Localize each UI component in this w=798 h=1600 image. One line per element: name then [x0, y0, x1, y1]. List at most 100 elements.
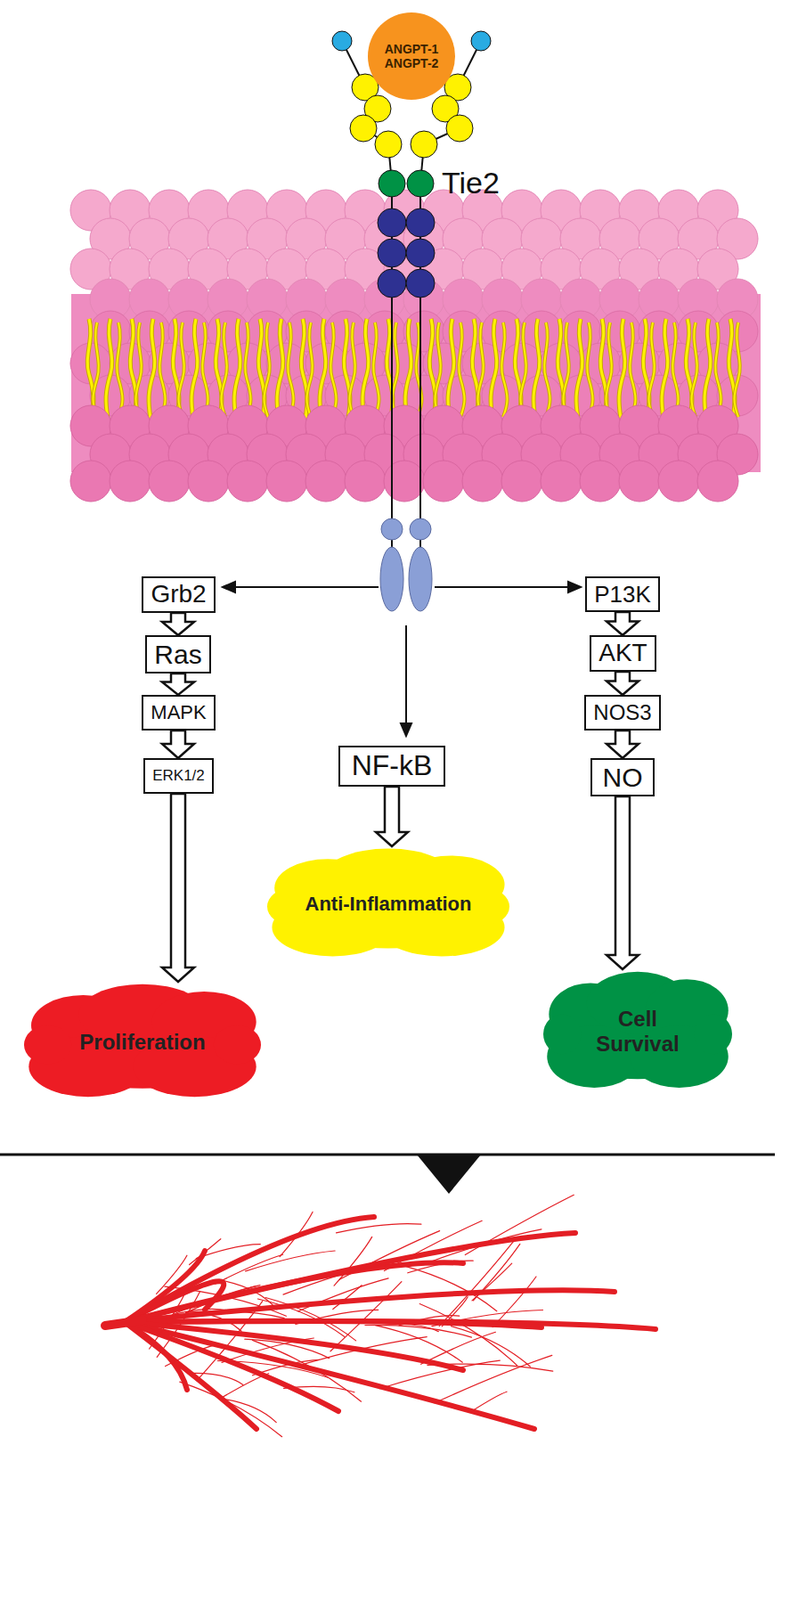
lipid-tail-outline [692, 322, 698, 417]
node-text: P13K [594, 581, 652, 608]
block-arrow [375, 786, 408, 847]
divider-triangle [416, 1154, 481, 1194]
lipid-head [305, 460, 347, 502]
lipid-tail-outline [373, 322, 379, 417]
node-text: Proliferation [79, 1029, 205, 1055]
capillary [451, 1326, 531, 1367]
vessel-branch [124, 1321, 535, 1429]
lipid-tail-outline [521, 322, 527, 417]
lipid-tail-outline [618, 318, 626, 419]
lipid-tail-outline [586, 322, 593, 417]
capillary [186, 1311, 285, 1319]
lipid-head [383, 460, 425, 502]
lipid-tail [734, 322, 741, 417]
capillary [399, 1315, 460, 1326]
lipid-tail-outline [319, 318, 326, 419]
vessel-branch [124, 1321, 188, 1390]
capillary [374, 1325, 463, 1363]
lipid-tail-outline [202, 322, 208, 417]
arrow-line [233, 586, 379, 588]
lipid-tail [159, 322, 165, 417]
yellow-domain [350, 114, 377, 142]
ligand-circle: ANGPT-1 ANGPT-2 [367, 12, 456, 100]
lipid-tail [490, 318, 497, 419]
lipid-tail [501, 322, 507, 417]
lipid-tail [362, 318, 369, 419]
lipid-head [501, 460, 543, 502]
lipid-tail [405, 318, 412, 419]
capillary [187, 1286, 257, 1313]
capillary [279, 1211, 313, 1256]
block-arrow [162, 793, 195, 982]
lipid-head [462, 460, 504, 502]
transmembrane-domain [377, 268, 407, 298]
lipid-tail-outline [405, 318, 412, 419]
lipid-tail-outline [629, 322, 636, 417]
node-text: Anti-Inflammation [305, 892, 473, 915]
blue-domain [332, 31, 352, 51]
capillary [156, 1254, 188, 1294]
pathway-box: ERK1/2 [143, 757, 214, 794]
lipid-tail-outline [93, 322, 99, 417]
capillary [179, 1381, 283, 1437]
lipid-tail [93, 322, 99, 417]
lipid-tail-outline [672, 322, 678, 417]
lipid-tail-outline [490, 318, 497, 419]
capillary [215, 1254, 284, 1284]
vessel-trunk [105, 1319, 143, 1326]
lipid-tail [244, 322, 251, 417]
pathway-box: NF-kB [338, 745, 446, 787]
block-arrow [606, 671, 639, 695]
lipid-tail [136, 322, 142, 417]
lipid-tail-outline [244, 322, 251, 417]
lipid-tail [221, 322, 228, 417]
arrow-head [400, 723, 412, 736]
node-text: AKT [598, 639, 647, 668]
node-text: Grb2 [150, 580, 206, 609]
lipid-tail [521, 322, 527, 417]
capillary [149, 1286, 189, 1349]
capillary [189, 1311, 242, 1332]
capillary [470, 1391, 507, 1412]
green-domain [407, 170, 434, 197]
lipid-tail [672, 322, 678, 417]
pathway-box: AKT [589, 635, 657, 672]
block-arrow [162, 612, 195, 636]
lipid-tail [649, 322, 655, 417]
kinase-domain [409, 518, 432, 540]
cell-membrane [70, 189, 761, 502]
transmembrane-domain [406, 208, 435, 237]
lipid-tail [629, 322, 636, 417]
lipid-tail [704, 318, 711, 419]
blue-domain [471, 31, 491, 51]
lipid-tail [661, 318, 668, 419]
lipid-tail [392, 322, 399, 417]
vessel-branch [124, 1321, 257, 1429]
lipid-tail [276, 318, 284, 419]
node-text: Ras [154, 639, 202, 669]
capillary [217, 1360, 328, 1378]
lipid-head [658, 460, 700, 502]
block-arrow [162, 730, 195, 758]
lipid-tail [692, 322, 698, 417]
lipid-tail [105, 318, 113, 419]
capillary [283, 1262, 386, 1295]
divider-line [0, 1153, 775, 1157]
transmembrane-domain [406, 238, 435, 268]
capillary [472, 1262, 513, 1301]
lipid-tail [478, 322, 484, 417]
capillary [189, 1238, 221, 1265]
capillary [244, 1338, 330, 1358]
lipid-tail [458, 322, 465, 417]
lipid-tail-outline [661, 318, 668, 419]
lipid-tail-outline [533, 318, 540, 419]
lipid-tail-outline [116, 322, 123, 417]
arrow-line [405, 625, 408, 725]
kinase-domain [408, 546, 432, 611]
lipid-tail-outline [159, 322, 165, 417]
lipid-tail-outline [392, 322, 399, 417]
lipid-head [423, 460, 465, 502]
lipid-tail-outline [576, 318, 583, 419]
outcome-cloud: Anti-Inflammation [267, 846, 510, 962]
lipid-tail-outline [191, 318, 198, 419]
